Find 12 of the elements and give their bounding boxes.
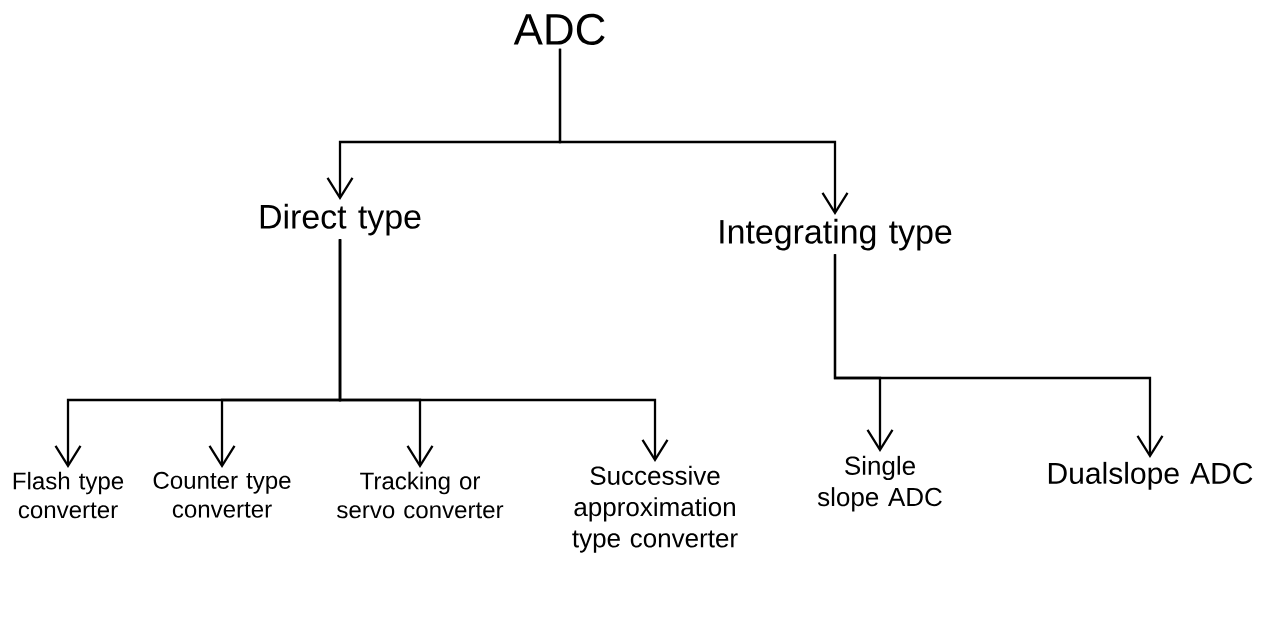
arrow [338, 239, 669, 462]
category-label: Direct type [260, 203, 421, 236]
category-label: Dualslope ADC [1048, 461, 1253, 490]
root-label: ADC [513, 13, 605, 45]
category-label: Single slope ADC [817, 455, 942, 512]
category-label: Integrating type [720, 218, 952, 251]
category-label: Tracking or servo converter [337, 471, 504, 519]
category-label: Counter type converter [153, 471, 291, 518]
category-label: Successive approximation type converter [572, 465, 738, 553]
arrow [558, 48, 849, 215]
arrow [833, 254, 1164, 458]
category-label: Flash type converter [13, 471, 124, 519]
